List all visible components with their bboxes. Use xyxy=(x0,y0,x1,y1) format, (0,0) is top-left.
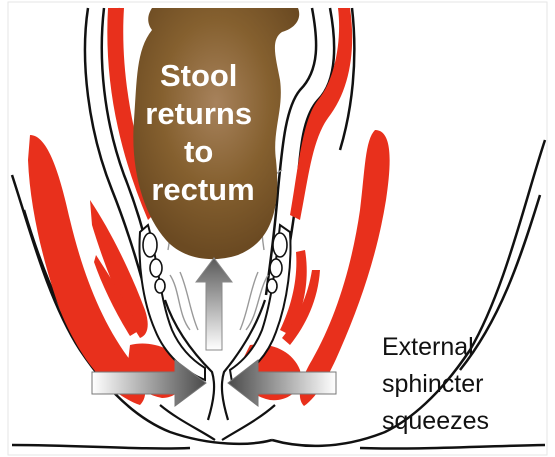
external-label-line-1: External xyxy=(382,333,474,361)
external-label-line-3: squeezes xyxy=(382,407,489,435)
stool-label-line-3: to xyxy=(184,134,213,169)
stool-label-line-2: returns xyxy=(145,96,252,131)
stool-label-line-1: Stool xyxy=(160,58,238,93)
external-sphincter-label: External sphincter squeezes xyxy=(382,333,490,435)
stool-label-line-4: rectum xyxy=(151,172,254,207)
external-label-line-2: sphincter xyxy=(382,370,483,398)
